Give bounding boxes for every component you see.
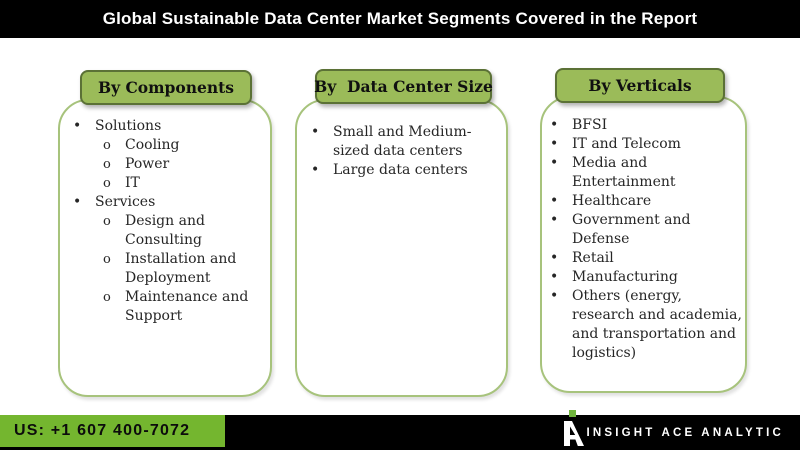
list-item-label: Installation and Deployment	[125, 251, 237, 286]
phone-badge: US: +1 607 400-7072	[0, 415, 225, 447]
list-item-label: Solutions	[95, 118, 162, 134]
brand-name: INSIGHT ACE ANALYTIC	[586, 426, 784, 439]
list-item-label: Maintenance and Support	[125, 289, 249, 324]
list-item-label: Retail	[572, 250, 614, 266]
bullet-dot-icon: •	[73, 118, 82, 134]
segment-list-verticals: • BFSI • IT and Telecom • Media and Entertain…	[550, 116, 742, 363]
list-item-label: Large data centers	[333, 162, 468, 178]
list-item-label: Power	[125, 156, 170, 172]
bullet-circle-icon: o	[103, 176, 111, 191]
bullet-dot-icon: •	[550, 136, 559, 152]
title-bar: Global Sustainable Data Center Market Se…	[0, 0, 800, 38]
list-item-label: IT and Telecom	[572, 136, 681, 152]
bullet-dot-icon: •	[550, 269, 559, 285]
bullet-circle-icon: o	[103, 214, 111, 229]
panel-header-tab-data-center-size: By Data Center Size	[314, 69, 493, 104]
list-item-label: Healthcare	[572, 193, 652, 209]
panel-by-verticals	[540, 96, 747, 393]
panel-header-label: By Components	[97, 78, 235, 97]
list-item: • Solutions	[73, 117, 265, 136]
panel-header-label: By Verticals	[588, 76, 692, 95]
bullet-dot-icon: •	[550, 193, 559, 209]
bullet-dot-icon: •	[550, 250, 559, 266]
phone-label: US: +1 607 400-7072	[14, 422, 191, 439]
list-item: o Power	[103, 155, 265, 174]
list-item: • IT and Telecom	[550, 135, 742, 154]
bullet-dot-icon: •	[550, 155, 559, 171]
list-item: • Government and Defense	[550, 211, 742, 249]
logo-letter-a	[564, 421, 584, 446]
list-item-label: Small and Medium-sized data centers	[333, 124, 472, 159]
panel-header-tab-verticals: By Verticals	[555, 68, 725, 103]
list-item-label: IT	[125, 175, 140, 191]
list-item-label: Manufacturing	[572, 269, 678, 285]
insightace-logo-icon	[564, 410, 584, 446]
bullet-dot-icon: •	[550, 117, 559, 133]
list-item: • Media and Entertainment	[550, 154, 742, 192]
panel-by-data-center-size	[295, 99, 508, 397]
brand-logo	[562, 408, 586, 448]
bullet-circle-icon: o	[103, 138, 111, 153]
list-item-label: Government and Defense	[572, 212, 691, 247]
list-item: o Installation and Deployment	[103, 250, 265, 288]
panel-header-tab-components: By Components	[80, 70, 252, 105]
list-item: • Retail	[550, 249, 742, 268]
panel-by-components	[58, 99, 272, 397]
list-item: o Design and Consulting	[103, 212, 265, 250]
bullet-circle-icon: o	[103, 252, 111, 267]
list-item-label: BFSI	[572, 117, 608, 133]
list-item-label: Services	[95, 194, 156, 210]
list-item: o Cooling	[103, 136, 265, 155]
list-item: o Maintenance and Support	[103, 288, 265, 326]
bullet-dot-icon: •	[311, 162, 320, 178]
list-item-label: Design and Consulting	[125, 213, 205, 248]
bullet-dot-icon: •	[311, 124, 320, 140]
list-item: • Small and Medium-sized data centers	[311, 123, 503, 161]
list-item: • BFSI	[550, 116, 742, 135]
logo-green-dot	[569, 410, 576, 417]
segment-list-data-center-size: • Small and Medium-sized data centers • Lar…	[311, 123, 503, 180]
list-item-label: Cooling	[125, 137, 180, 153]
list-item: • Manufacturing	[550, 268, 742, 287]
bullet-dot-icon: •	[550, 212, 559, 228]
bullet-circle-icon: o	[103, 290, 111, 305]
bullet-dot-icon: •	[73, 194, 82, 210]
list-item: o IT	[103, 174, 265, 193]
list-item-label: Others (energy, research and academia, a…	[572, 288, 742, 361]
list-item: • Others (energy, research and academia, …	[550, 287, 742, 363]
list-item-label: Media and Entertainment	[572, 155, 676, 190]
page-title: Global Sustainable Data Center Market Se…	[102, 9, 698, 28]
panel-header-label: By Data Center Size	[314, 77, 493, 96]
bullet-circle-icon: o	[103, 157, 111, 172]
list-item: • Large data centers	[311, 161, 503, 180]
list-item: • Healthcare	[550, 192, 742, 211]
bullet-dot-icon: •	[550, 288, 559, 304]
list-item: • Services	[73, 193, 265, 212]
